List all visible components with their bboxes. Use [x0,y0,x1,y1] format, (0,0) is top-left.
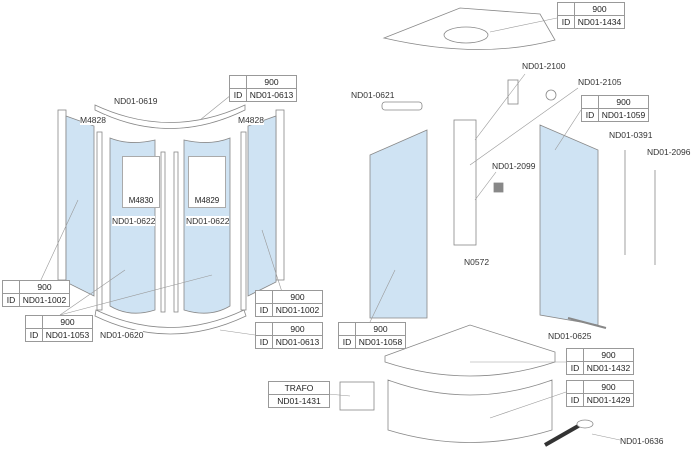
size: 900 [616,97,631,107]
ceiling-speaker [443,26,489,44]
id-label: ID [567,362,584,374]
part-number: ND01-1053 [45,330,90,340]
callout-label: ND01-0621 [351,90,395,100]
back-panel-right [539,124,599,326]
part-number: ND01-1429 [586,395,631,405]
door-profile [173,151,179,313]
drain-siphon [576,419,594,429]
jet-nozzle-part [493,182,504,193]
inset-label: M4830 [128,196,154,205]
callout-label: ND01-2096 [647,147,691,157]
shower-column [453,119,477,246]
inset-profile-m4829: M4829 [188,156,226,208]
leader-lines-right [327,73,621,441]
towel-bar [567,317,607,329]
top-rail [94,104,246,129]
left-side-panel [57,109,95,297]
callout-label: ND01-2100 [522,61,566,71]
callout-label: ND01-2099 [492,161,536,171]
part-number: ND01-1002 [22,295,67,305]
leader-lines-left [39,94,283,336]
size: 900 [264,77,279,87]
callout-label: N0572 [464,257,490,267]
id-label: ID [582,109,599,121]
ceiling-panel [382,7,556,50]
size: 900 [373,324,388,334]
size: 900 [601,382,616,392]
callout-label: ND01-0622 [112,216,156,226]
size: 900 [290,324,305,334]
tray-apron [387,379,553,443]
id-label: ID [26,329,43,341]
transformer [339,381,375,411]
callout-label: ND01-2105 [578,77,622,87]
callout-label: ND01-0625 [548,331,592,341]
callout-label: ND01-0619 [114,96,158,106]
door-profile [160,151,166,313]
id-label: ID [230,89,247,101]
part-number: ND01-1432 [586,363,631,373]
size: 900 [592,4,607,14]
callout-label: M4828 [238,115,264,125]
id-label: ID [256,336,273,348]
part-number: ND01-1059 [601,110,646,120]
trafo-label: TRAFO ND01-1431 [268,381,330,408]
callout-label: ND01-0636 [620,436,664,446]
id-label: ID [3,294,20,306]
id-label: ID [339,336,356,348]
handle-part [381,101,423,111]
bottom-rail [94,309,247,335]
inset-label: M4829 [194,196,220,205]
inset-profile-m4830: M4830 [122,156,160,208]
id-label: ID [256,304,273,316]
callout-label: ND01-0391 [609,130,653,140]
part-number: ND01-0613 [275,337,320,347]
size: 900 [290,292,305,302]
callout-label: M4828 [80,115,106,125]
part-number: ND01-1434 [577,17,622,27]
part-number: ND01-0613 [249,90,294,100]
size: 900 [601,350,616,360]
part-number: ND01-1002 [275,305,320,315]
trafo-title: TRAFO [284,383,314,393]
shower-tray [384,324,556,377]
drain-hose [544,423,581,447]
callout-label: ND01-0622 [186,216,230,226]
size: 900 [60,317,75,327]
back-panel-left [369,129,428,319]
callout-label: ND01-0620 [100,330,144,340]
right-side-panel [247,109,285,297]
control-panel-part [507,79,519,105]
id-label: ID [558,16,575,28]
profile-left [96,131,103,311]
valve-knob [545,89,557,101]
profile-right [240,131,247,311]
trafo-part: ND01-1431 [269,394,329,407]
part-number: ND01-1058 [358,337,403,347]
id-label: ID [567,394,584,406]
size: 900 [37,282,52,292]
